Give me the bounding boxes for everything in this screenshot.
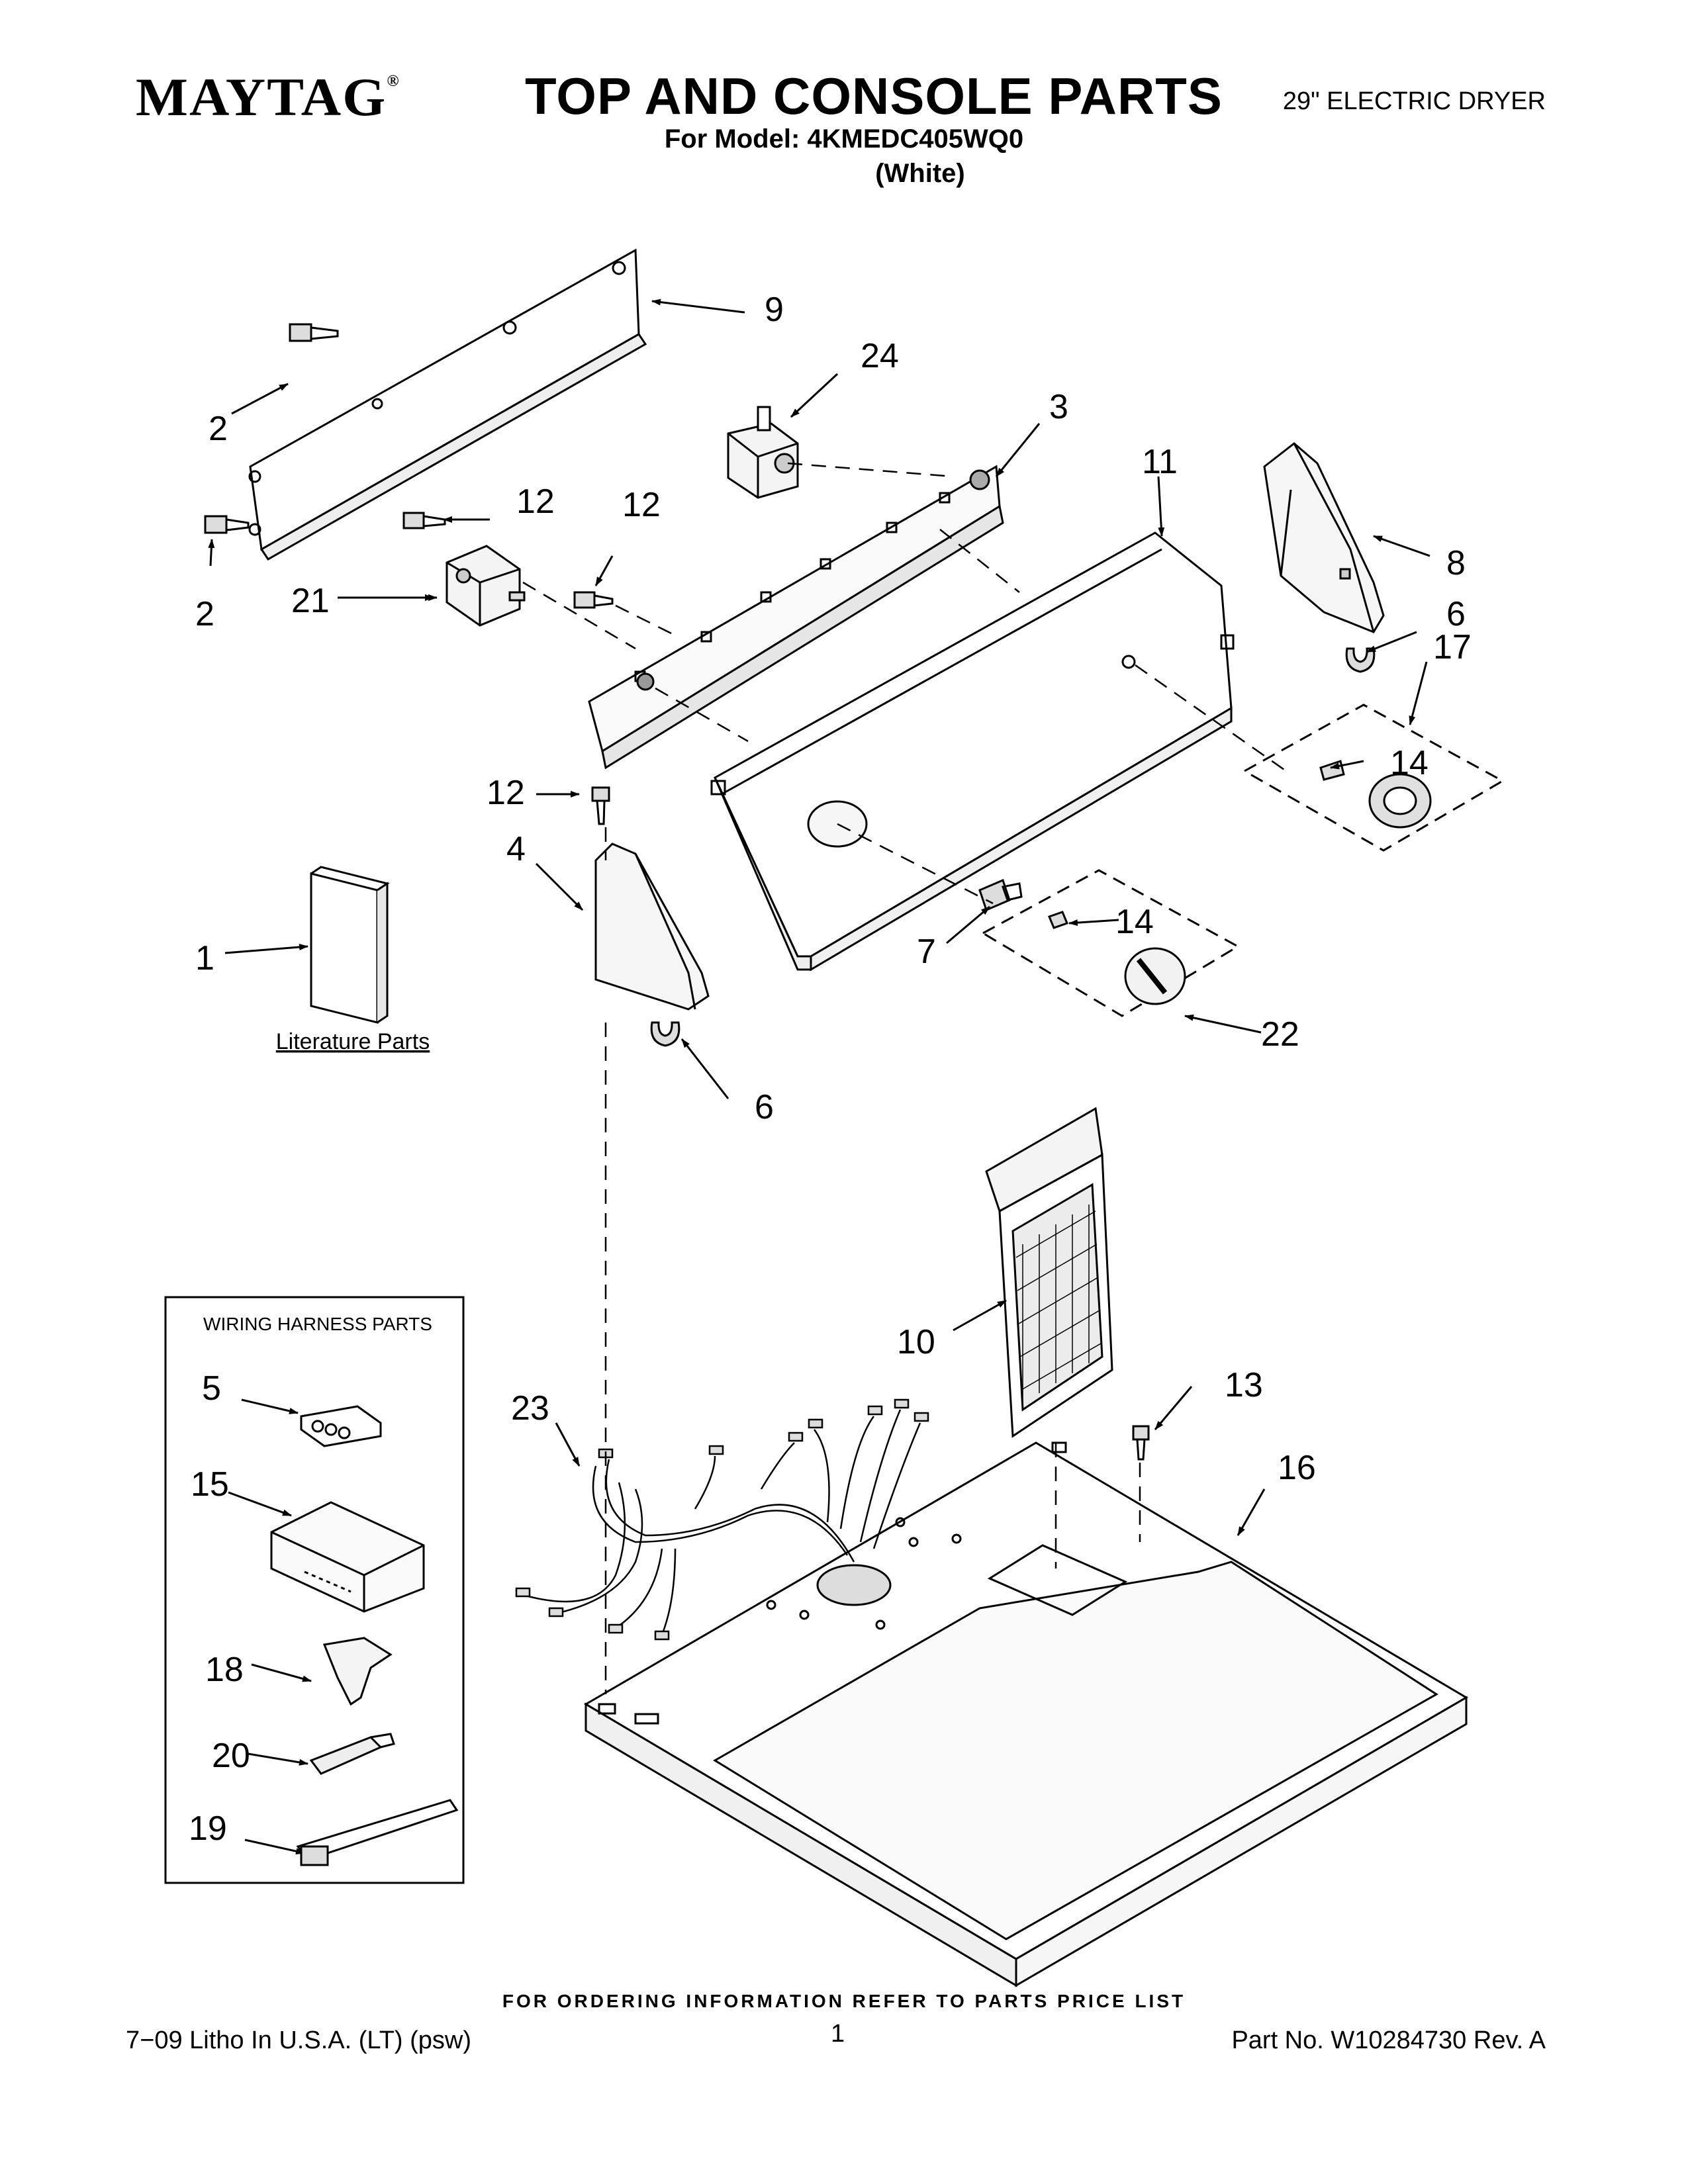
callout-8: 8 xyxy=(1446,544,1466,582)
part-18-clip xyxy=(322,1637,393,1706)
callout-14-right: 14 xyxy=(1390,744,1429,782)
part-12-screw-a xyxy=(402,512,446,529)
part-8-right-endcap xyxy=(1263,442,1385,633)
part-23-wire-harness xyxy=(515,1398,929,1641)
callout-21: 21 xyxy=(291,582,330,620)
part-10-lint-filter xyxy=(985,1107,1113,1438)
callout-9: 9 xyxy=(765,291,784,329)
literature-parts-label: Literature Parts xyxy=(276,1029,430,1054)
callout-6-right: 6 xyxy=(1446,595,1466,633)
callout-14-center: 14 xyxy=(1115,903,1154,941)
part-16-top-panel xyxy=(584,1441,1468,1987)
callout-12-b: 12 xyxy=(622,486,661,524)
callout-13: 13 xyxy=(1225,1366,1263,1404)
ordering-note: FOR ORDERING INFORMATION REFER TO PARTS … xyxy=(502,1991,1186,2011)
callout-labels: 9 24 3 11 8 6 17 14 2 2 12 12 21 12 4 1 … xyxy=(189,291,1472,1848)
part-12-screw-b xyxy=(573,591,614,609)
callout-5: 5 xyxy=(202,1369,221,1408)
part-19-cable-tie xyxy=(296,1799,459,1866)
callout-23: 23 xyxy=(511,1389,549,1428)
part-4-left-endcap xyxy=(594,842,710,1011)
part-12-screw-c xyxy=(591,786,610,825)
part-2-screw-bottom xyxy=(204,515,250,534)
wiring-harness-box: WIRING HARNESS PARTS xyxy=(164,1296,465,1884)
page-number: 1 xyxy=(831,2020,845,2048)
part-13-screw xyxy=(1132,1425,1150,1461)
callout-15: 15 xyxy=(191,1465,229,1504)
part-24-switch xyxy=(727,406,799,499)
callout-4: 4 xyxy=(506,830,526,868)
callout-3: 3 xyxy=(1049,388,1068,426)
part-6-clip-left xyxy=(650,1021,680,1047)
brand-logo: MAYTAG® xyxy=(136,66,400,128)
callout-17: 17 xyxy=(1433,628,1472,666)
part-2-screw-top xyxy=(289,323,339,342)
callout-12-c: 12 xyxy=(487,774,525,812)
callout-16: 16 xyxy=(1278,1449,1316,1487)
product-type: 29" ELECTRIC DRYER xyxy=(1282,87,1546,115)
callout-19: 19 xyxy=(189,1809,227,1848)
registered-mark: ® xyxy=(387,73,400,90)
brand-name: MAYTAG xyxy=(136,67,387,127)
part-7-shaft xyxy=(978,878,1023,912)
part-9-console-back xyxy=(248,248,647,561)
callout-12-a: 12 xyxy=(516,482,555,521)
callout-11: 11 xyxy=(1142,443,1178,481)
page-title: TOP AND CONSOLE PARTS xyxy=(525,67,1223,125)
callout-2-bottom: 2 xyxy=(195,595,214,633)
callout-24: 24 xyxy=(861,337,899,375)
part-3-control-bracket xyxy=(588,465,1004,770)
part-20-terminal xyxy=(309,1733,395,1775)
callout-22: 22 xyxy=(1261,1015,1299,1054)
part-6-clip-right xyxy=(1345,647,1376,673)
callout-1: 1 xyxy=(195,939,214,978)
callout-20: 20 xyxy=(212,1737,250,1775)
part-17-knob-assembly xyxy=(1242,704,1505,852)
assembly-guide-lines xyxy=(522,462,1291,1694)
part-5-connector xyxy=(300,1405,382,1447)
part-15-connector xyxy=(270,1501,425,1613)
wiring-box-title: WIRING HARNESS PARTS xyxy=(203,1314,432,1334)
callout-7: 7 xyxy=(917,933,936,971)
model-line: For Model: 4KMEDC405WQ0 xyxy=(664,124,1024,154)
callout-arrows xyxy=(208,298,1430,1855)
callout-10: 10 xyxy=(897,1323,935,1361)
part-22-knob-assembly xyxy=(980,869,1241,1017)
part-number: Part No. W10284730 Rev. A xyxy=(1231,2026,1546,2054)
color-line: (White) xyxy=(875,159,965,188)
litho-info: 7−09 Litho In U.S.A. (LT) (psw) xyxy=(126,2026,471,2054)
callout-18: 18 xyxy=(205,1651,244,1689)
part-1-literature xyxy=(310,866,390,1024)
callout-6-left: 6 xyxy=(755,1088,774,1126)
callout-2-top: 2 xyxy=(209,410,228,448)
part-21-timer xyxy=(445,545,526,627)
